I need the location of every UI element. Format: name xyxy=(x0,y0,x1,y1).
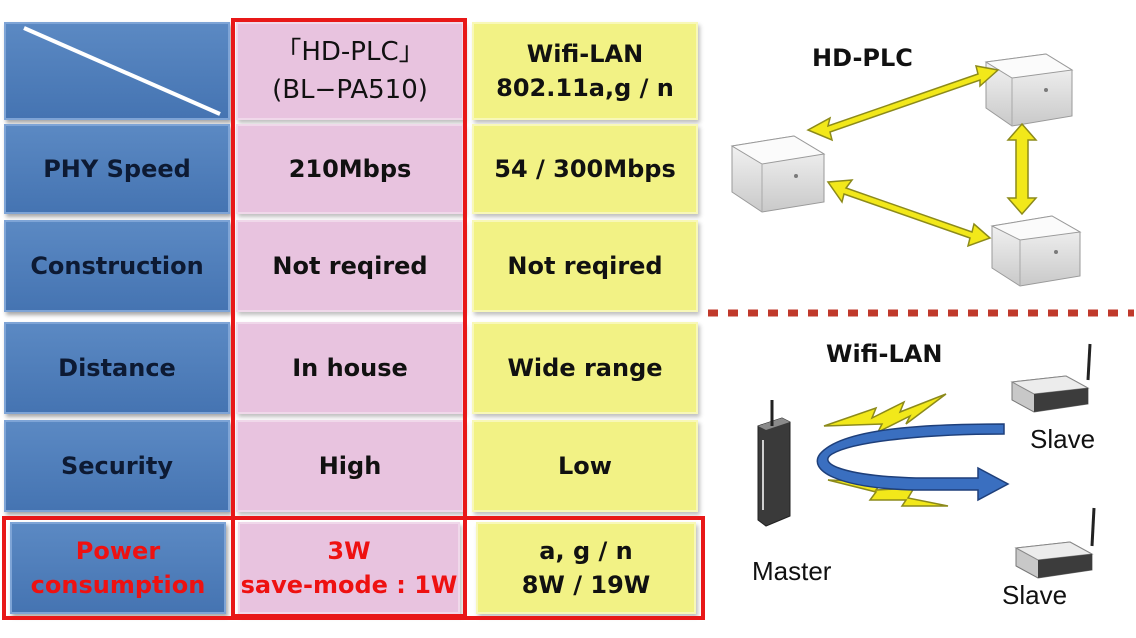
wifi-phy-speed: 54 / 300Mbps xyxy=(472,124,698,214)
row-label-distance: Distance xyxy=(4,322,230,414)
wifi-column-header: Wifi-LAN 802.11a,g / n xyxy=(472,22,698,120)
slave-bottom-label: Slave xyxy=(1002,580,1068,610)
wifi-distance: Wide range xyxy=(472,322,698,414)
wifi-power-consumption: a, g / n 8W / 19W xyxy=(476,522,696,614)
hdplc-security: High xyxy=(236,420,464,512)
slave-router-top-icon xyxy=(1010,343,1092,413)
row-label-construction: Construction xyxy=(4,220,230,312)
master-router-icon xyxy=(757,400,791,527)
plc-adapter-bottom-icon xyxy=(990,215,1082,287)
wifi-diagram-title: Wifi-LAN xyxy=(826,340,943,368)
row-label-security: Security xyxy=(4,420,230,512)
double-arrow-icon xyxy=(806,65,1038,248)
hdplc-distance: In house xyxy=(236,322,464,414)
wifi-construction: Not reqired xyxy=(472,220,698,312)
hdplc-diagram-title: HD-PLC xyxy=(812,44,913,72)
table-corner-cell xyxy=(4,22,230,120)
row-label-phy-speed: PHY Speed xyxy=(4,124,230,214)
diagonal-line-icon xyxy=(23,26,221,116)
hdplc-construction: Not reqired xyxy=(236,220,464,312)
power-row-highlight xyxy=(2,516,705,620)
hdplc-power-consumption: 3W save-mode : 1W xyxy=(238,522,460,614)
plc-adapter-top-icon xyxy=(984,53,1074,127)
blue-curved-arrow-icon xyxy=(816,423,1010,502)
row-label-power-consumption: Power consumption xyxy=(10,522,226,614)
wifi-security: Low xyxy=(472,420,698,512)
slave-top-label: Slave xyxy=(1030,424,1096,454)
plc-adapter-left-icon xyxy=(730,135,826,213)
wifi-network-diagram xyxy=(757,343,1096,579)
section-divider xyxy=(708,309,1134,317)
wireless-signal-icon xyxy=(823,393,949,507)
master-label: Master xyxy=(752,556,832,586)
slave-router-bottom-icon xyxy=(1014,507,1096,579)
hdplc-column-header: 「HD-PLC」 (BL−PA510) xyxy=(236,22,464,120)
hdplc-network-diagram xyxy=(730,53,1082,287)
